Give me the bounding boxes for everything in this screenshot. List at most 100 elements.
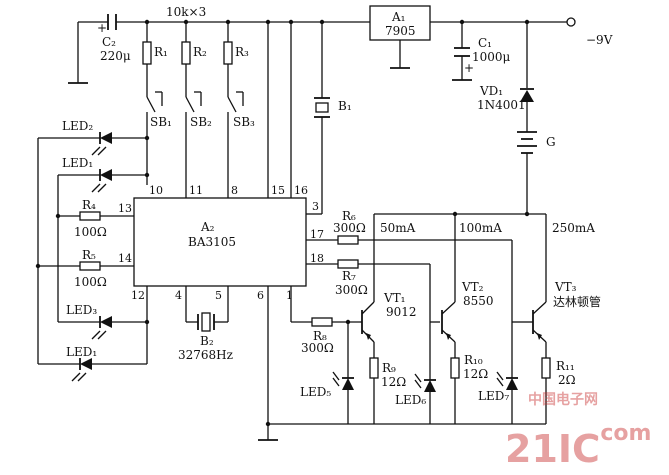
pin-15: 15: [271, 184, 285, 197]
vt3-part: 达林顿管: [553, 294, 601, 309]
transistor-vt3: [522, 300, 547, 358]
pin-6: 6: [257, 289, 264, 302]
a2-part: BA3105: [188, 235, 236, 249]
sb3-label: SB₃: [233, 115, 255, 129]
r5-label: R₅: [82, 248, 96, 262]
capacitor-c2: [68, 14, 117, 84]
led-upper: [58, 169, 147, 193]
watermark-brand: 21IC: [505, 427, 600, 471]
led3-label: LED₃: [66, 303, 97, 317]
r7-label: R₇: [342, 269, 356, 283]
pin-8: 8: [231, 184, 238, 197]
resistor-r6: [306, 235, 522, 323]
resistor-r4: [58, 211, 134, 221]
led-upper-label: LED₁: [62, 156, 93, 170]
watermark: 中国电子网 21IC .com: [505, 391, 651, 471]
ground-bus: [258, 286, 546, 441]
a1-label: A₁: [391, 10, 405, 24]
pin-3: 3: [312, 200, 319, 213]
c1-value: 1000μ: [472, 50, 511, 64]
r8-value: 300Ω: [301, 341, 334, 355]
led5-label: LED₅: [300, 385, 331, 399]
diode-vd1: [520, 22, 534, 132]
led1-label: LED₁: [66, 345, 97, 359]
resistor-array-label: 10k×3: [166, 5, 206, 19]
a1-part: 7905: [385, 24, 416, 38]
c2-value: 220μ: [100, 49, 131, 63]
vt1-part: 9012: [386, 305, 417, 319]
pin-18: 18: [310, 252, 324, 265]
resistor-r5: [38, 261, 134, 271]
ic-a2: [133, 197, 307, 287]
pin-10: 10: [149, 184, 163, 197]
led2-label: LED₂: [62, 119, 93, 133]
c1-label: C₁: [478, 36, 492, 50]
pin-4: 4: [175, 289, 182, 302]
r1-label: R₁: [154, 45, 168, 59]
pin-11: 11: [189, 184, 203, 197]
led5: [332, 322, 354, 424]
vt2-part: 8550: [463, 294, 494, 308]
b2-value: 32768Hz: [178, 348, 233, 362]
regulator-a1: [369, 5, 431, 69]
transistor-vt2: [441, 300, 456, 358]
r4-label: R₄: [82, 198, 96, 212]
pin-12: 12: [131, 289, 145, 302]
switch-sb2: [185, 90, 202, 198]
r6-value: 300Ω: [333, 221, 366, 235]
sb1-label: SB₁: [150, 115, 172, 129]
led1: [38, 358, 147, 382]
capacitor-c1: [452, 22, 472, 81]
led7: [496, 322, 518, 424]
r10-value: 12Ω: [463, 367, 488, 381]
pin-17: 17: [310, 228, 324, 241]
supply-terminal: [566, 17, 576, 27]
r9-value: 12Ω: [381, 375, 406, 389]
resistor-r7: [306, 259, 440, 323]
r8-label: R₈: [313, 329, 327, 343]
r3-label: R₃: [235, 45, 249, 59]
pin-1: 1: [286, 289, 293, 302]
r9-label: R₉: [382, 361, 396, 375]
b1-label: B₁: [338, 99, 352, 113]
resistor-r9: [369, 357, 379, 424]
pin-5: 5: [215, 289, 222, 302]
vd1-part: 1N4001: [477, 98, 526, 112]
buzzer-b1: [306, 22, 330, 215]
resistor-r2: [181, 22, 191, 90]
switch-sb1: [146, 90, 163, 185]
led7-label: LED₇: [478, 389, 509, 403]
a2-label: A₂: [200, 220, 215, 234]
resistor-r10: [450, 357, 460, 424]
led6-label: LED₆: [395, 393, 426, 407]
resistor-r3: [223, 22, 233, 90]
g-label: G: [546, 135, 556, 149]
current-vt2: 100mA: [459, 221, 502, 235]
resistor-r1: [142, 22, 152, 90]
current-vt1: 50mA: [380, 221, 416, 235]
pin-13: 13: [118, 202, 132, 215]
vt3-label: VT₃: [554, 280, 577, 294]
transistor-vt1: [360, 300, 375, 358]
r5-value: 100Ω: [74, 275, 107, 289]
vt2-label: VT₂: [461, 280, 484, 294]
pin-14: 14: [118, 252, 132, 265]
r6-label: R₆: [342, 209, 356, 223]
c2-plus: +: [97, 21, 107, 35]
vd1-label: VD₁: [479, 84, 503, 98]
r11-label: R₁₁: [556, 359, 575, 373]
r10-label: R₁₀: [464, 353, 483, 367]
pin-16: 16: [294, 184, 308, 197]
collector-rail: [373, 211, 547, 300]
vt1-label: VT₁: [383, 291, 405, 305]
r4-value: 100Ω: [74, 225, 107, 239]
led2: [38, 132, 147, 156]
supply-voltage-label: −9V: [586, 33, 613, 47]
led6: [414, 322, 436, 424]
resistor-r11: [541, 357, 551, 424]
c1-plus: +: [464, 61, 474, 75]
b2-label: B₂: [200, 334, 214, 348]
r11-value: 2Ω: [558, 373, 576, 387]
r7-value: 300Ω: [335, 283, 368, 297]
